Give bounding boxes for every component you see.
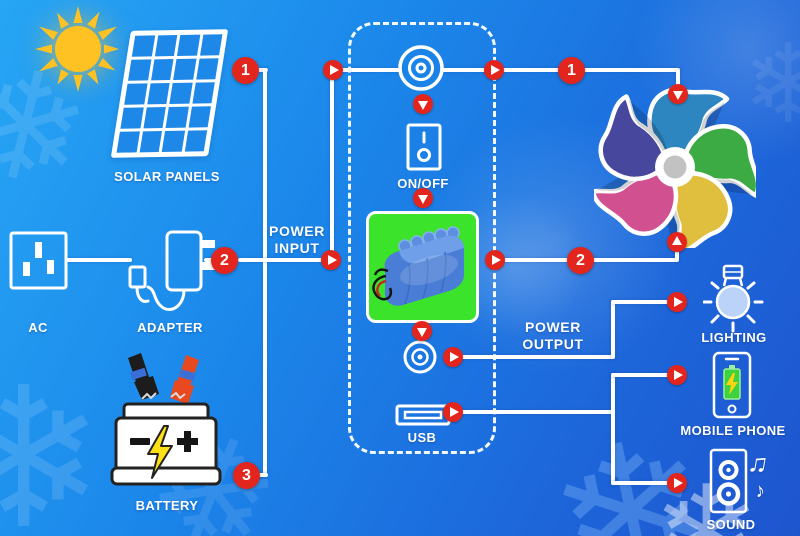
battery-pack-photo: [366, 211, 479, 323]
flow-arrow-fan-down-icon: [668, 84, 688, 104]
flow-arrow-input-bottom-icon: [321, 250, 341, 270]
solar-panel-icon: [110, 29, 229, 158]
wire-segment: [611, 481, 672, 485]
wire-segment: [611, 300, 672, 304]
sound-label: SOUND: [706, 517, 756, 532]
flow-arrow-sound-icon: [667, 473, 687, 493]
flow-arrow-usb-out-icon: [443, 402, 463, 422]
power-input-line1: POWER: [269, 223, 325, 239]
wire-segment: [611, 373, 672, 377]
ac-outlet-icon: [9, 231, 68, 290]
light-bulb-icon: [703, 264, 764, 333]
wire-segment: [66, 258, 132, 262]
on-off-label: ON/OFF: [397, 176, 449, 191]
ac-label: AC: [28, 320, 48, 335]
snowflake-icon: ❄: [0, 350, 106, 536]
flow-arrow-input-top-icon: [323, 60, 343, 80]
music-note-icon: ♫: [745, 446, 771, 480]
badge-adapter-2: 2: [211, 247, 238, 274]
fan-pinwheel-icon: [594, 87, 756, 248]
speaker-icon: [709, 448, 748, 514]
power-input-line2: INPUT: [274, 239, 320, 256]
wire-segment: [204, 258, 214, 262]
wire-segment: [263, 68, 267, 477]
wire-segment: [238, 258, 333, 262]
power-input-label: POWER INPUT: [269, 223, 325, 257]
mobile-phone-label: MOBILE PHONE: [680, 423, 786, 438]
wire-segment: [675, 250, 679, 260]
badge-solar-1: 1: [232, 57, 259, 84]
on-off-switch-icon: [406, 123, 442, 171]
mobile-phone-icon: [712, 351, 752, 419]
adapter-icon: [128, 230, 215, 312]
wire-segment: [256, 68, 268, 72]
flow-arrow-pack-out-icon: [485, 250, 505, 270]
dc-output-jack-icon: [403, 340, 437, 374]
adapter-label: ADAPTER: [137, 320, 203, 335]
wire-segment: [461, 355, 613, 359]
power-output-line2: OUTPUT: [522, 335, 584, 352]
wire-segment: [258, 473, 268, 477]
music-note-icon: ♪: [753, 479, 767, 503]
flow-arrow-lighting-icon: [667, 292, 687, 312]
power-output-line1: POWER: [525, 319, 581, 335]
flow-arrow-box-out-top-icon: [484, 60, 504, 80]
battery-label: BATTERY: [135, 498, 199, 513]
wire-segment: [461, 410, 613, 414]
wire-segment: [330, 68, 334, 262]
solar-panels-label: SOLAR PANELS: [114, 169, 220, 184]
flow-arrow-dc-out-icon: [443, 347, 463, 367]
flow-arrow-pack-down-icon: [412, 321, 432, 341]
sun-icon: [35, 6, 119, 92]
power-output-label: POWER OUTPUT: [522, 319, 583, 353]
wire-segment: [611, 300, 615, 359]
lighting-label: LIGHTING: [701, 330, 767, 345]
badge-fan-line-2: 2: [567, 247, 594, 274]
badge-battery-3: 3: [233, 462, 260, 489]
power-unit-box: [348, 22, 496, 454]
flow-arrow-fan-up-icon: [667, 232, 687, 252]
flow-arrow-phone-icon: [667, 365, 687, 385]
usb-label: USB: [407, 430, 437, 445]
wire-segment: [332, 68, 402, 72]
flow-arrow-jack-down-icon: [413, 94, 433, 114]
battery-icon: [110, 353, 222, 486]
wire-segment: [676, 70, 680, 86]
wire-segment: [611, 373, 615, 485]
flow-arrow-switch-down-icon: [413, 188, 433, 208]
dc-input-jack-icon: [398, 45, 444, 91]
badge-fan-line-1: 1: [558, 57, 585, 84]
